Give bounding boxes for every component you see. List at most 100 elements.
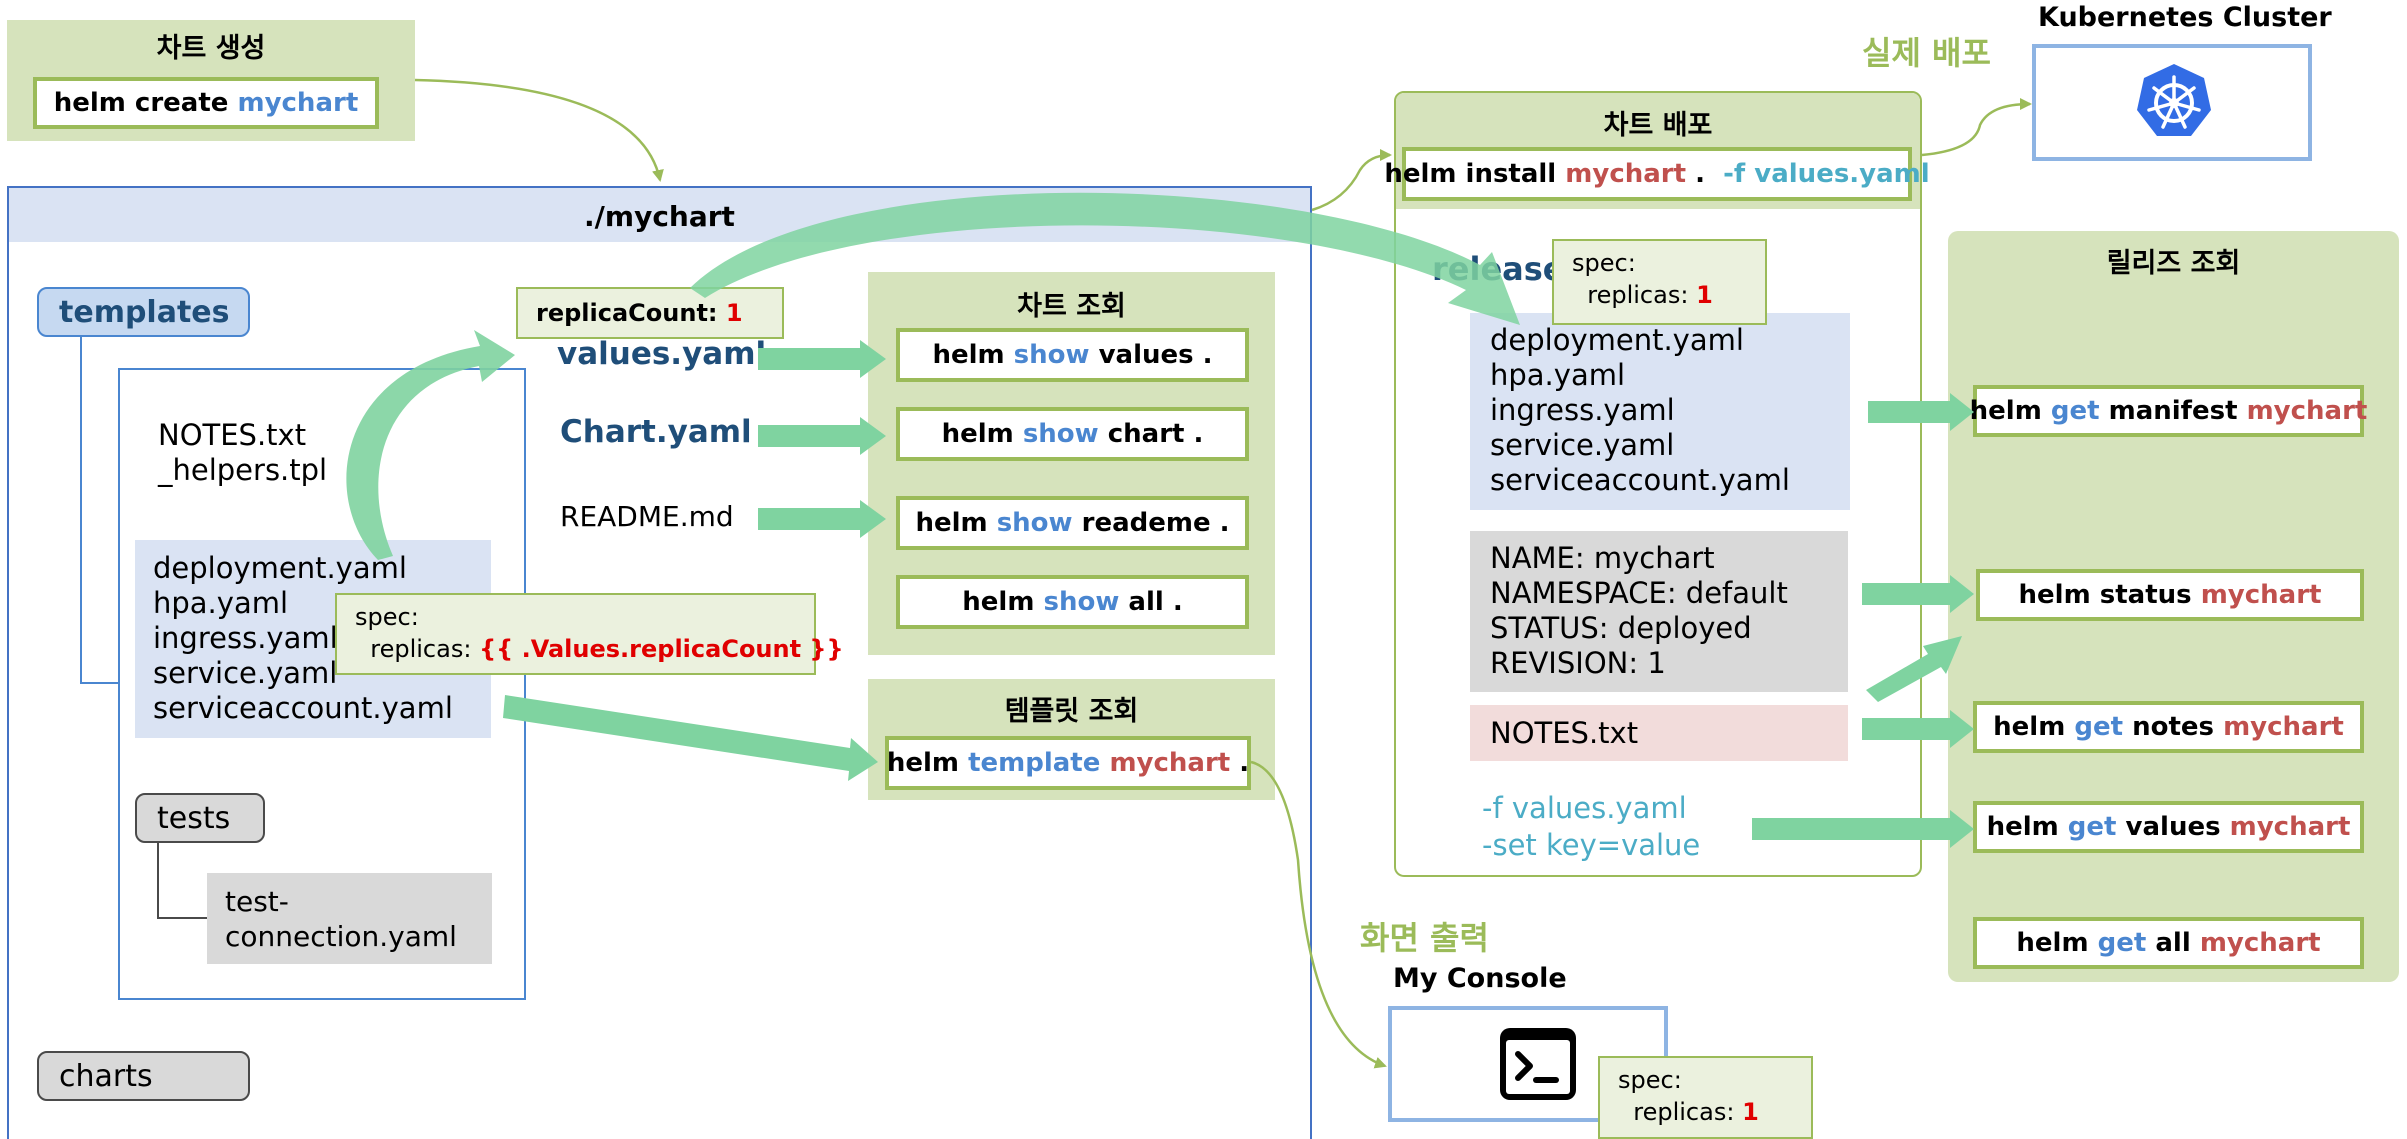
cmd-verb: get: [2074, 712, 2124, 742]
replica-key: replicaCount:: [536, 299, 718, 327]
create-panel: 차트 생성 helm create mychart: [7, 20, 415, 141]
query-panel-title: 릴리즈 조회: [2106, 248, 2241, 279]
show-chart-command: helm show chart .: [896, 407, 1249, 461]
install-to-k8s-arrow: [1921, 98, 2032, 157]
create-cmd-text: helm create: [53, 88, 229, 118]
cmd-chart: mychart: [2246, 396, 2368, 426]
show-values-command: helm show values .: [896, 328, 1249, 382]
cmd-chart: mychart: [1109, 748, 1231, 778]
cmd-arg: all: [2155, 928, 2191, 958]
charts-folder: charts: [37, 1051, 250, 1101]
cmd-chart: mychart: [1565, 159, 1687, 189]
cmd-pre: helm: [1969, 396, 2042, 426]
cmd-arg: all .: [1128, 587, 1183, 617]
templates-folder: templates: [37, 287, 250, 337]
status-command: helm status mychart: [1976, 569, 2364, 621]
template-file-deployment: deployment.yaml: [153, 551, 407, 585]
get-manifest-command: helm get manifest mychart: [1969, 385, 2367, 437]
create-command: helm create mychart: [33, 77, 379, 129]
replica-value-box: replicaCount: 1: [516, 287, 784, 339]
cmd-arg: reademe .: [1081, 508, 1230, 538]
chart-directory-title: ./mychart: [584, 200, 735, 233]
cmd-arg: notes: [2132, 712, 2215, 742]
values-file: values.yaml: [557, 336, 767, 372]
notes-file: NOTES.txt: [158, 418, 307, 452]
release-files-box: [1470, 313, 1850, 510]
template-panel-title: 템플릿 조회: [1004, 696, 1139, 727]
get-all-command: helm get all mychart: [1973, 917, 2364, 969]
tests-file-box: [207, 873, 492, 964]
release-file: deployment.yaml: [1490, 323, 1744, 357]
get-notes-command: helm get notes mychart: [1973, 701, 2364, 753]
status-line: REVISION: 1: [1490, 646, 1666, 680]
template-file-serviceaccount: serviceaccount.yaml: [153, 691, 453, 725]
template-file-ingress: ingress.yaml: [153, 621, 338, 655]
cmd-arg: status: [2099, 580, 2192, 610]
template-spec-line1: spec:: [355, 603, 419, 631]
terminal-icon: [1498, 1026, 1578, 1102]
cmd-pre: helm install: [1384, 159, 1557, 189]
notes-box-text: NOTES.txt: [1490, 716, 1639, 750]
tests-file: test- connection.yaml: [225, 885, 457, 953]
k8s-title: Kubernetes Cluster: [2038, 2, 2332, 33]
cmd-verb: show: [1022, 419, 1099, 449]
get-values-command: helm get values mychart: [1973, 801, 2364, 853]
cmd-pre: helm: [941, 419, 1014, 449]
tests-folder: tests: [135, 793, 265, 843]
tests-tree-line: [157, 843, 207, 919]
cmd-pre: helm: [932, 340, 1005, 370]
spec-line2: replicas:: [1572, 281, 1697, 309]
k8s-cluster-box: [2032, 44, 2312, 161]
cmd-arg: values .: [1098, 340, 1213, 370]
chart-file: Chart.yaml: [560, 414, 752, 450]
spec-line1: spec:: [1572, 249, 1636, 277]
tree-line: [80, 337, 118, 684]
cmd-pre: helm: [886, 748, 960, 778]
template-spec-expr: {{ .Values.replicaCount }}: [479, 635, 844, 663]
cmd-chart: mychart: [2199, 928, 2321, 958]
create-title: 차트 생성: [156, 33, 266, 64]
helpers-file: _helpers.tpl: [158, 453, 328, 487]
cmd-verb: get: [2097, 928, 2147, 958]
cmd-dot: .: [1695, 159, 1706, 189]
cmd-pre: helm: [2016, 928, 2089, 958]
readme-file: README.md: [560, 500, 734, 533]
status-box: [1470, 531, 1848, 692]
cmd-arg: chart .: [1107, 419, 1204, 449]
template-file-hpa: hpa.yaml: [153, 586, 289, 620]
output-label: 화면 출력: [1360, 919, 1489, 957]
cmd-verb: get: [2050, 396, 2100, 426]
cmd-chart: mychart: [2223, 712, 2344, 742]
templates-label: templates: [59, 294, 230, 330]
cmd-verb: show: [1043, 587, 1120, 617]
cmd-flag: -f values.yaml: [1723, 159, 1930, 189]
cmd-chart: mychart: [2200, 580, 2322, 610]
cmd-chart: mychart: [2229, 812, 2351, 842]
create-to-dir-arrow: [414, 78, 664, 182]
cmd-dot: .: [1239, 748, 1250, 778]
values-line: -f values.yaml: [1482, 791, 1687, 825]
cmd-verb: show: [996, 508, 1073, 538]
cmd-pre: helm: [1986, 812, 2059, 842]
template-spec-box: spec: replicas: {{ .Values.replicaCount …: [335, 593, 844, 675]
release-label: release: [1432, 250, 1565, 288]
dir-to-install-arrow: [1311, 149, 1392, 212]
console-title: My Console: [1393, 963, 1567, 994]
tests-label: tests: [157, 800, 231, 836]
spec-line1: spec:: [1618, 1066, 1682, 1094]
deploy-label: 실제 배포: [1862, 34, 1991, 72]
cmd-pre: helm: [915, 508, 988, 538]
cmd-verb: template: [968, 748, 1101, 778]
show-all-command: helm show all .: [896, 575, 1249, 629]
values-line: -set key=value: [1482, 828, 1701, 862]
spec-value: 1: [1696, 281, 1713, 309]
install-command: helm install mychart . -f values.yaml: [1384, 147, 1930, 201]
release-file: serviceaccount.yaml: [1490, 463, 1790, 497]
cmd-pre: helm: [962, 587, 1035, 617]
deploy-panel-title: 차트 배포: [1603, 110, 1713, 141]
cmd-pre: helm: [2018, 580, 2091, 610]
status-line: STATUS: deployed: [1490, 611, 1752, 645]
cmd-verb: get: [2067, 812, 2117, 842]
cmd-arg: values: [2125, 812, 2221, 842]
kubernetes-icon: [2134, 62, 2214, 142]
